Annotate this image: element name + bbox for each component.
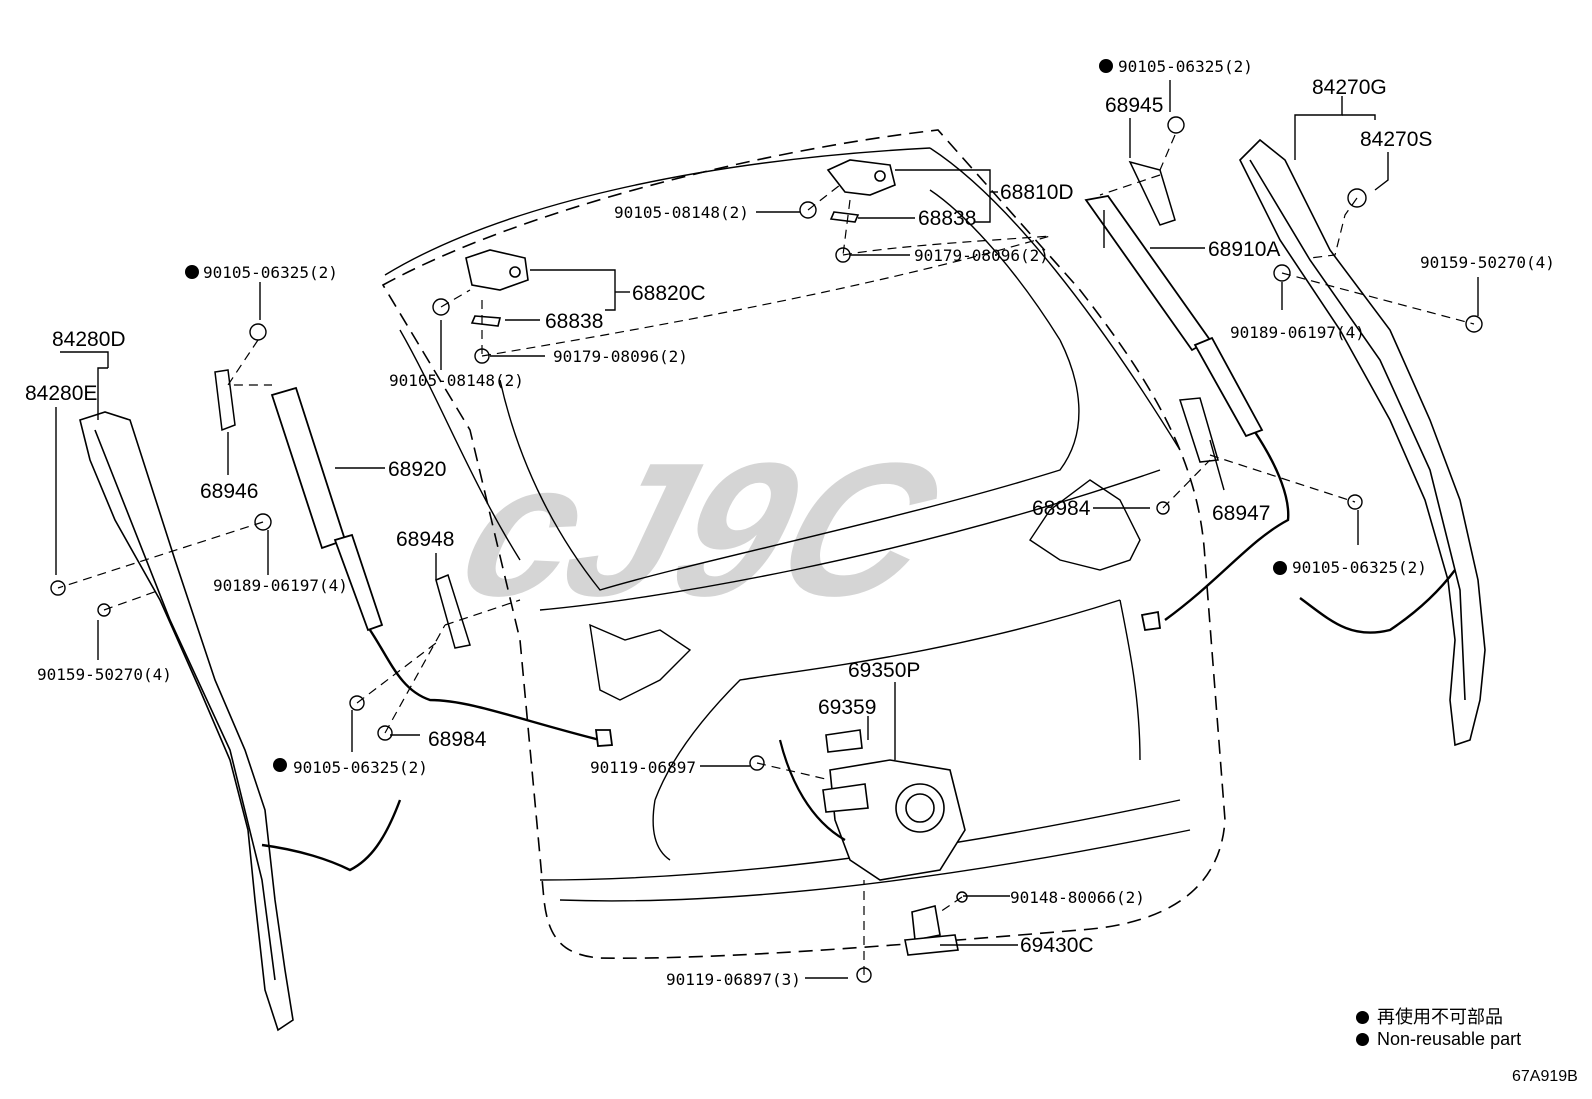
label-68948: 68948 xyxy=(396,528,454,551)
label-69430C: 69430C xyxy=(1020,934,1094,957)
label-84270S: 84270S xyxy=(1360,128,1432,151)
label-68946: 68946 xyxy=(200,480,258,503)
legend-row-jp: 再使用不可部品 xyxy=(1356,1006,1521,1028)
label-90105-06325-left-top: 90105-06325(2) xyxy=(203,263,338,282)
striker xyxy=(904,905,959,956)
upper-hinge-left xyxy=(465,249,529,327)
label-90119-06897-3: 90119-06897(3) xyxy=(666,970,801,989)
door-motor-assembly xyxy=(778,729,966,881)
leader-lines xyxy=(55,80,1479,979)
label-68945: 68945 xyxy=(1105,94,1163,117)
right-gas-strut xyxy=(1084,195,1290,632)
label-68984-right: 68984 xyxy=(1032,497,1091,520)
label-69359: 69359 xyxy=(818,696,876,719)
right-side-garnish xyxy=(1239,138,1486,747)
label-90159-50270-left: 90159-50270(4) xyxy=(37,665,172,684)
part-labels: 90105-06325(2) 68945 84270G 84270S 90105… xyxy=(25,57,1555,989)
back-door-inner xyxy=(384,147,1191,902)
label-84280D: 84280D xyxy=(52,328,126,351)
legend-row-en: Non-reusable part xyxy=(1356,1028,1521,1050)
label-90105-06325-left-bottom: 90105-06325(2) xyxy=(293,758,428,777)
legend: 再使用不可部品 Non-reusable part xyxy=(1356,1006,1521,1050)
label-90179-08096-lower: 90179-08096(2) xyxy=(553,347,688,366)
label-69350P: 69350P xyxy=(848,659,920,682)
figure-id: 67A919B xyxy=(1512,1068,1578,1085)
label-90148-80066: 90148-80066(2) xyxy=(1010,888,1145,907)
label-68947: 68947 xyxy=(1212,502,1270,525)
label-90105-08148-lower: 90105-08148(2) xyxy=(389,371,524,390)
label-68838-upper: 68838 xyxy=(918,207,976,230)
label-90105-08148-upper: 90105-08148(2) xyxy=(614,203,749,222)
upper-hinge-right xyxy=(826,159,896,223)
label-84270G: 84270G xyxy=(1312,76,1387,99)
legend-text-en: Non-reusable part xyxy=(1377,1029,1522,1049)
label-90189-06197-right: 90189-06197(4) xyxy=(1230,323,1365,342)
non-reusable-markers xyxy=(185,59,1287,772)
label-68838-lower: 68838 xyxy=(545,310,603,333)
label-84280E: 84280E xyxy=(25,382,97,405)
label-68920: 68920 xyxy=(388,458,446,481)
label-68810D: 68810D xyxy=(1000,181,1074,204)
non-reusable-dot-icon xyxy=(1356,1032,1369,1046)
installation-lines xyxy=(57,134,1475,975)
label-68984-left: 68984 xyxy=(428,728,487,751)
label-68820C: 68820C xyxy=(632,282,706,305)
left-gas-strut xyxy=(270,386,614,747)
label-90159-50270-right: 90159-50270(4) xyxy=(1420,253,1555,272)
brackets xyxy=(214,160,1219,649)
label-90179-08096-upper: 90179-08096(2) xyxy=(914,246,1049,265)
label-90105-06325-right-bottom: 90105-06325(2) xyxy=(1292,558,1427,577)
legend-text-jp: 再使用不可部品 xyxy=(1377,1007,1503,1027)
non-reusable-dot-icon xyxy=(1356,1010,1369,1024)
label-90189-06197-left: 90189-06197(4) xyxy=(213,576,348,595)
back-door-outline xyxy=(381,129,1226,959)
left-side-garnish xyxy=(79,411,402,1032)
label-90105-06325-top-right: 90105-06325(2) xyxy=(1118,57,1253,76)
label-90119-06897: 90119-06897 xyxy=(590,758,696,777)
label-68910A: 68910A xyxy=(1208,238,1280,261)
